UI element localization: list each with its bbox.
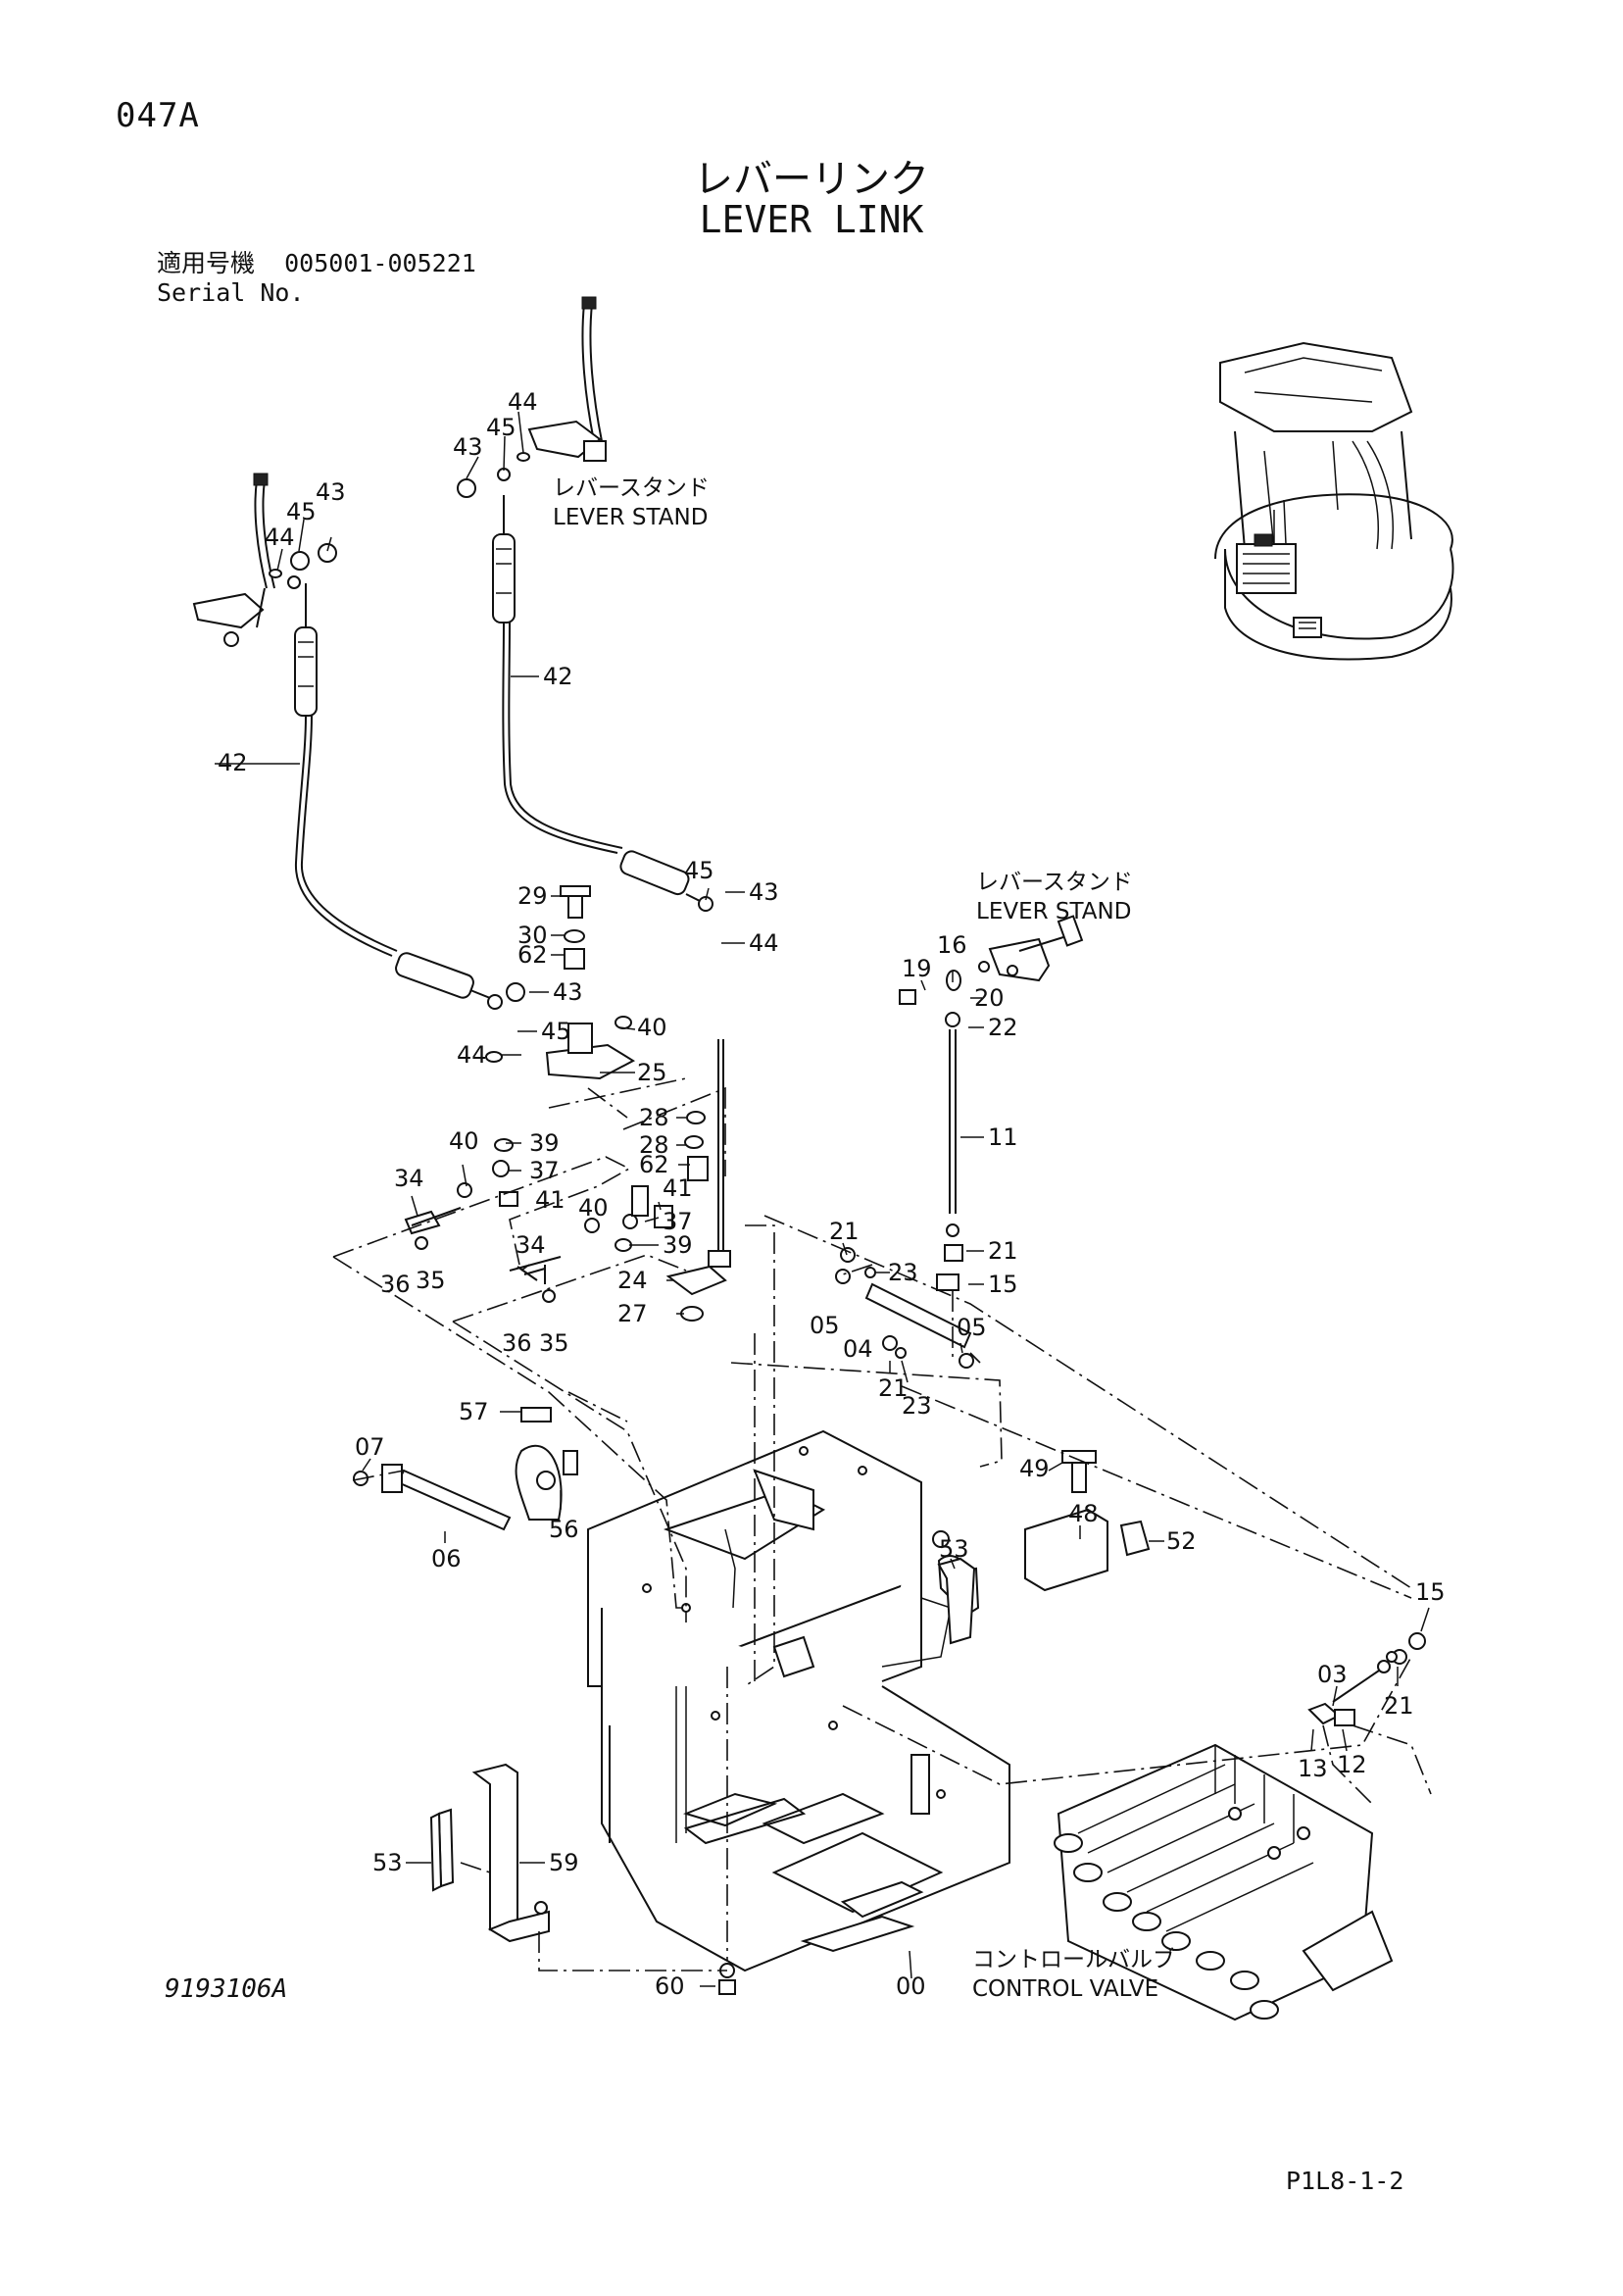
- serial-range: 005001-005221: [284, 249, 476, 277]
- floor-plate-assembly: [587, 1429, 1010, 1995]
- callout-c53: 07: [355, 1433, 385, 1461]
- callout-c63: 21: [1384, 1692, 1414, 1720]
- left-shaft-parts: [353, 1407, 578, 1531]
- callout-c29: 40: [578, 1194, 609, 1222]
- page-code: 047A: [116, 96, 200, 135]
- callout-c46: 23: [888, 1259, 918, 1286]
- side-bracket-53-59: [429, 1557, 976, 1943]
- callout-c32: 36: [380, 1271, 411, 1298]
- caption-lever-stand-en-right: LEVER STAND: [976, 899, 1131, 924]
- callout-c31: 39: [663, 1231, 693, 1259]
- callout-c41: 20: [974, 984, 1005, 1012]
- title-japanese: レバーリンク: [694, 157, 929, 202]
- callout-c38: 35: [539, 1329, 569, 1357]
- caption-control-valve-jp: コントロールバルブ: [972, 1947, 1175, 1972]
- assembly-reference-lines: [332, 1077, 1432, 1972]
- callout-c61: 15: [1415, 1578, 1446, 1606]
- callout-c1: 44: [508, 388, 538, 416]
- callout-c52: 23: [902, 1392, 932, 1420]
- callout-c69: 00: [896, 1972, 926, 2000]
- callout-c27: 34: [394, 1165, 424, 1192]
- callout-c35: 24: [617, 1267, 648, 1294]
- callout-c67: 59: [549, 1849, 579, 1876]
- callout-c22: 28: [639, 1131, 669, 1159]
- serial-label-en: Serial No.: [157, 278, 305, 307]
- callout-c36: 27: [617, 1300, 648, 1327]
- page-reference: P1L8-1-2: [1286, 2167, 1404, 2195]
- callout-c65: 12: [1337, 1751, 1367, 1778]
- callout-c3: 43: [453, 433, 483, 461]
- callout-c18: 40: [637, 1014, 667, 1041]
- callout-c55: 56: [549, 1516, 579, 1543]
- callout-c21: 39: [529, 1129, 560, 1157]
- linkage-tube: [835, 1247, 974, 1369]
- callout-c26: 41: [663, 1174, 693, 1202]
- callout-c68: 60: [655, 1972, 685, 2000]
- callout-c54: 57: [459, 1398, 489, 1425]
- valve-link-hardware: [1307, 1632, 1426, 1726]
- callout-c15: 43: [553, 978, 583, 1006]
- callout-c28: 41: [535, 1186, 566, 1214]
- callout-c66: 53: [372, 1849, 403, 1876]
- callout-c42: 22: [988, 1014, 1018, 1041]
- callout-c12: 29: [517, 882, 548, 910]
- callout-c33: 35: [416, 1267, 446, 1294]
- callout-c16: 45: [541, 1018, 571, 1045]
- callout-c17: 44: [457, 1041, 487, 1069]
- drawing-number: 9193106A: [165, 1974, 288, 2004]
- callout-c19: 25: [637, 1059, 667, 1086]
- callout-c51: 21: [878, 1374, 909, 1402]
- callout-c34: 34: [516, 1231, 546, 1259]
- title-english: LEVER LINK: [699, 198, 924, 241]
- lever-stand-rod-assembly: [899, 915, 1084, 1291]
- left-lever-cable-assembly: [192, 473, 503, 1010]
- callout-c4: 43: [316, 478, 346, 506]
- callout-c2: 45: [486, 414, 516, 441]
- callout-c39: 16: [937, 931, 967, 959]
- callout-c47: 15: [988, 1271, 1018, 1298]
- callout-c5: 45: [286, 498, 317, 525]
- callout-c14: 62: [517, 941, 548, 969]
- callout-c24: 37: [529, 1157, 560, 1184]
- callout-c56: 06: [431, 1545, 462, 1572]
- callout-c57: 49: [1019, 1455, 1050, 1482]
- bracket-hardware: [404, 885, 731, 1322]
- caption-control-valve-en: CONTROL VALVE: [972, 1976, 1158, 2002]
- callout-c20: 28: [639, 1104, 669, 1131]
- callout-c40: 19: [902, 955, 932, 982]
- callout-c10: 43: [749, 878, 779, 906]
- callout-c8: 42: [218, 749, 248, 776]
- serial-block: 適用号機 005001-005221 Serial No.: [157, 249, 476, 308]
- machine-overview-illustration: [1214, 341, 1454, 661]
- callout-c9: 45: [684, 857, 714, 884]
- callout-c44: 21: [988, 1237, 1018, 1265]
- callout-c23: 40: [449, 1127, 479, 1155]
- callout-c30: 37: [663, 1208, 693, 1235]
- leader-lines: [215, 411, 1430, 1987]
- callout-c43: 11: [988, 1123, 1018, 1151]
- callout-c13: 30: [517, 922, 548, 949]
- callout-c64: 13: [1298, 1755, 1328, 1782]
- callout-c11: 44: [749, 929, 779, 957]
- callout-c60: 53: [939, 1535, 969, 1563]
- callout-c25: 62: [639, 1151, 669, 1178]
- caption-lever-stand-en-top: LEVER STAND: [553, 505, 708, 530]
- control-valve-illustration: [1054, 1743, 1394, 2021]
- caption-lever-stand-jp-top: レバースタンド: [553, 475, 710, 501]
- part-callouts: 44 45 43 43 45 44 42 42 45 43 44 29 30 6…: [218, 388, 1446, 2000]
- callout-c45: 21: [829, 1218, 860, 1245]
- serial-label-jp: 適用号機: [157, 249, 256, 277]
- callout-c59: 52: [1166, 1527, 1197, 1555]
- callout-c6: 44: [265, 524, 295, 551]
- caption-lever-stand-jp-right: レバースタンド: [976, 870, 1133, 895]
- callout-c37: 36: [502, 1329, 532, 1357]
- callout-c62: 03: [1317, 1661, 1348, 1688]
- callout-c58: 48: [1068, 1500, 1099, 1527]
- callout-c49: 04: [843, 1335, 873, 1363]
- callout-c50: 05: [957, 1314, 987, 1341]
- callout-c48: 05: [810, 1312, 840, 1339]
- right-lever-cable-assembly: [457, 296, 713, 912]
- callout-c7: 42: [543, 663, 573, 690]
